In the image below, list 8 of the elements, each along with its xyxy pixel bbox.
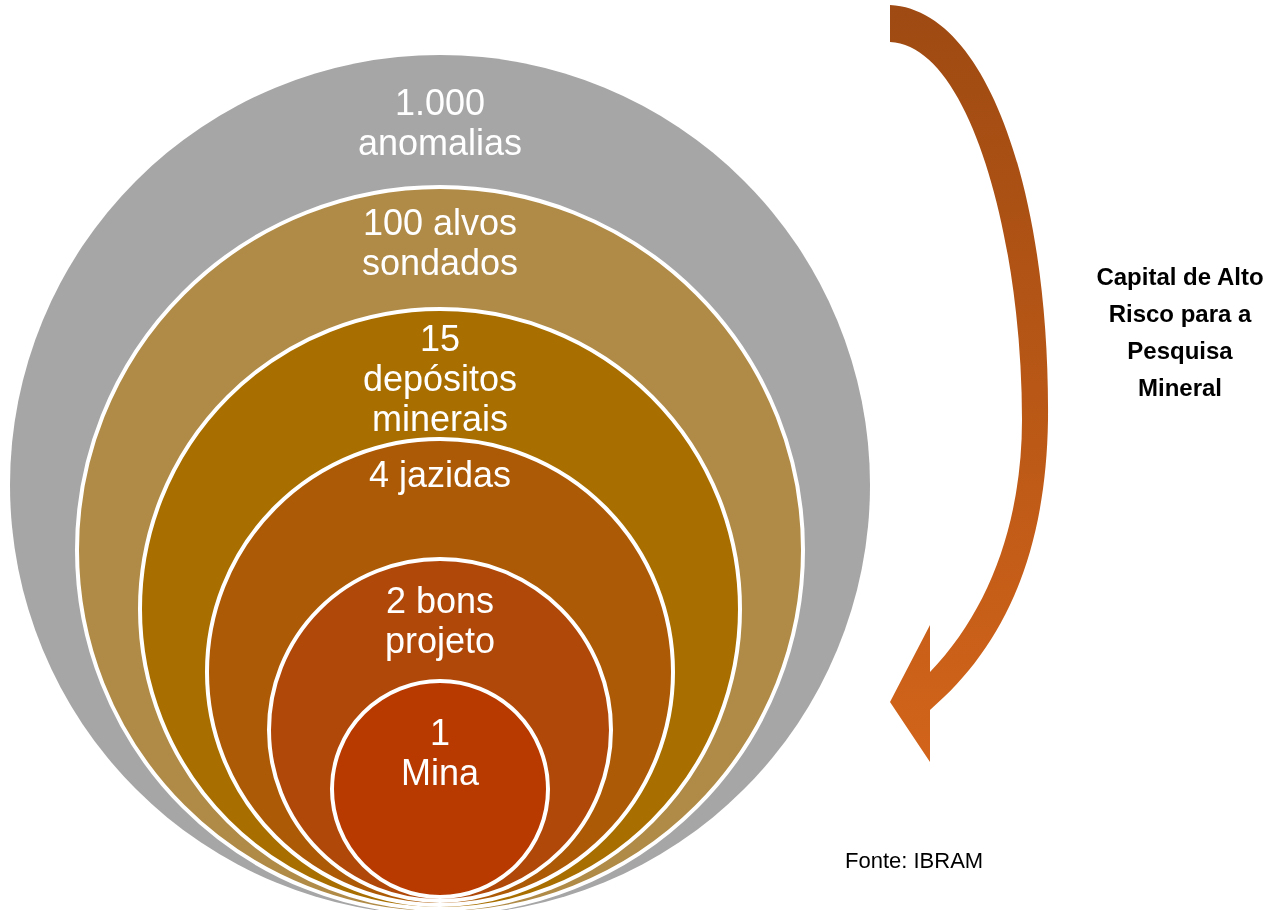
circle-label: 15 depósitos minerais (361, 319, 519, 439)
side-note: Capital de Alto Risco para a Pesquisa Mineral (1095, 262, 1265, 403)
circle-label: 2 bons projeto (383, 581, 497, 661)
circle-label: 100 alvos sondados (360, 203, 520, 283)
circle-label: 4 jazidas (367, 455, 513, 495)
circle-label: 1 Mina (400, 713, 480, 793)
source-note: Fonte: IBRAM (845, 848, 985, 874)
circle-label: 1.000 anomalias (356, 83, 524, 163)
